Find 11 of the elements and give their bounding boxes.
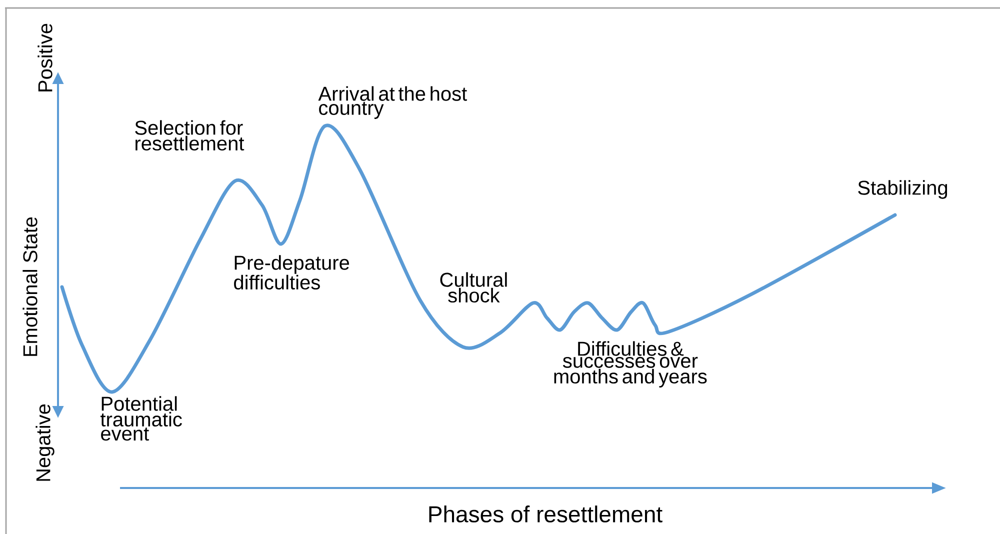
- axis-label: Negative: [36, 404, 54, 481]
- phase-label: Pre-depature difficulties: [234, 255, 350, 290]
- phase-label: Potential traumatic event: [100, 396, 182, 441]
- phase-label: Arrival at the host country: [318, 86, 467, 119]
- phase-label: Stabilizing: [858, 180, 948, 199]
- axis-label: Positive: [38, 24, 52, 92]
- phase-label: Selection for resettlement: [135, 120, 244, 151]
- phase-label: Cultural shock: [440, 272, 507, 303]
- axis-title: Emotional State: [22, 217, 38, 356]
- axis-title: Phases of resettlement: [429, 506, 662, 522]
- phase-label: Difficulties & successes over months and years: [554, 341, 707, 388]
